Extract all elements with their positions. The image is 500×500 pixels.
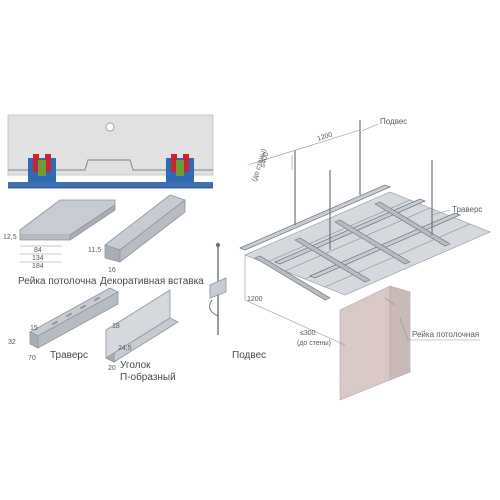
assembly-hangers (294, 120, 433, 250)
rail-width-134: 134 (32, 255, 44, 262)
rail-clip-left (28, 154, 56, 182)
corner-side-dim: 24,5 (118, 345, 132, 352)
corner-label-1: Уголок (120, 360, 151, 371)
assembly-dimension-lines (244, 129, 396, 346)
hanger-part: Подвес (209, 242, 266, 361)
ceiling-assembly-view: 1200 ≤400 (до стены) 1200 ≤300 (до стены… (239, 117, 491, 401)
insert-height-dim: 11,5 (88, 247, 101, 254)
wall-block (339, 285, 391, 401)
callout-rail: Рейка потолочная (412, 330, 479, 339)
wall-bottom-note: (до стены) (297, 340, 331, 347)
traverse-shape (29, 287, 119, 337)
callout-hanger: Подвес (380, 117, 407, 126)
corner-label-2: П-образный (120, 371, 176, 383)
ceiling-section-view (7, 114, 214, 189)
traverse-profile (8, 159, 213, 171)
decorative-insert-part: 11,5 16 Декоративная вставка (88, 194, 204, 287)
span-top-dim: 1200 (316, 131, 333, 143)
traverse-d-dim: 70 (28, 355, 36, 362)
rail-width-184: 184 (32, 263, 44, 270)
max-wall-bottom-dim: ≤300 (300, 330, 316, 337)
traverse-slots (51, 296, 101, 326)
insert-label: Декоративная вставка (100, 276, 204, 287)
traverse-part: 15 32 70 Траверс (8, 287, 119, 362)
max-wall-top-dim: ≤400 (259, 152, 270, 169)
hanger-label: Подвес (232, 350, 266, 361)
u-corner-part: 18 24,5 20 Уголок П-образный (105, 289, 179, 383)
rail-width-84: 84 (34, 247, 42, 254)
ceiling-rail-strip (8, 182, 213, 188)
rail-label: Рейка потолочна (18, 276, 97, 287)
insert-width-dim: 16 (108, 267, 116, 274)
ceiling-rail-part: 12,5 84 134 184 Рейка потолочна (3, 199, 116, 287)
span-left-dim: 1200 (247, 296, 263, 303)
traverse-h-dim: 15 (30, 325, 38, 332)
corner-base-dim: 20 (108, 365, 116, 372)
traverse-w-dim: 32 (8, 339, 16, 346)
rail-thickness-dim: 12,5 (3, 234, 17, 241)
assembly-rails (254, 201, 451, 301)
traverse-label: Траверс (50, 350, 88, 361)
rail-clip-right (166, 154, 194, 182)
callout-traverse: Траверс (452, 205, 482, 214)
corner-top-dim: 18 (112, 323, 120, 330)
slab-anchor-hole (105, 122, 115, 132)
